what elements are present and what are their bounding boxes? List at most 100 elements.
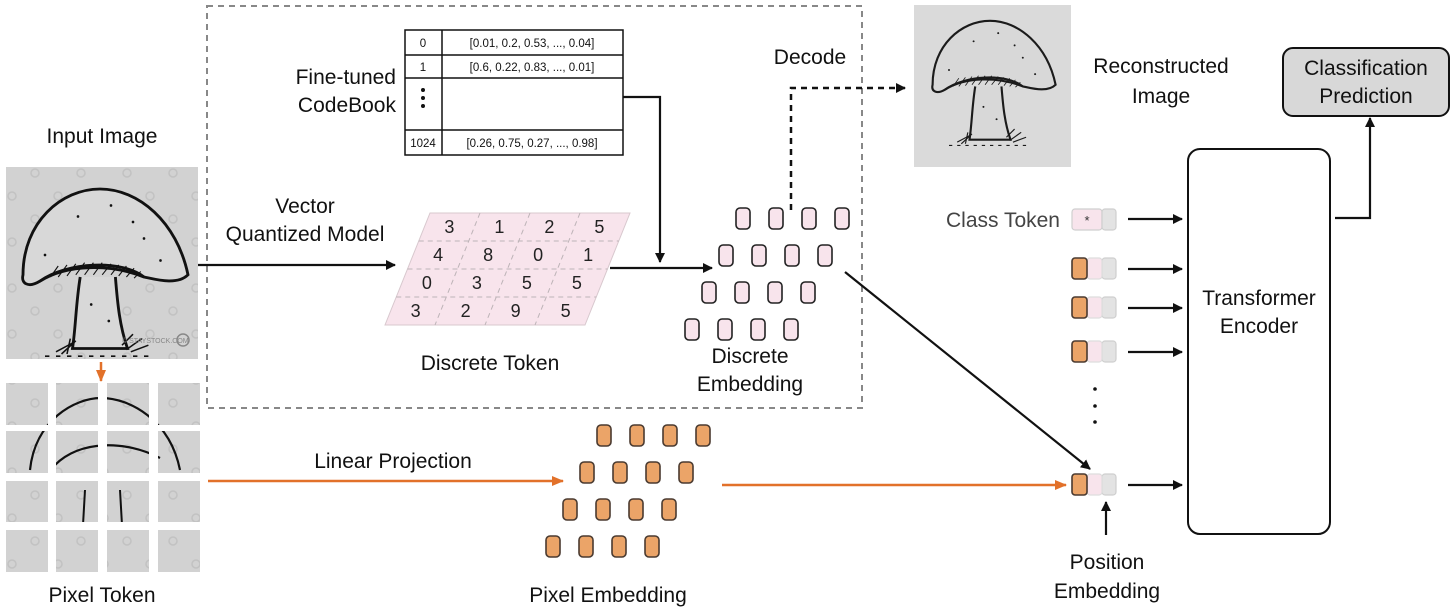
pixel-embedding-vector [579,461,595,484]
decode-arrow [789,83,906,210]
codebook-label-line1: Fine-tuned [296,66,396,89]
discrete-token-value: 0 [422,273,432,293]
discrete-token-value: 5 [594,217,604,237]
pixel-embedding-vector [611,535,627,558]
codebook-index: 1024 [410,138,436,150]
class-token-marker: * [1084,213,1089,228]
codebook-index: 0 [420,38,426,50]
reconstructed-label-line2: Image [1132,85,1190,108]
position-label-line2: Embedding [1054,580,1160,603]
discrete-token-value: 1 [583,245,593,265]
input-image-label: Input Image [47,125,158,148]
discrete-embedding-vector [801,207,817,230]
codebook-lookup-arrow [623,95,665,263]
pixel-token-patch [56,481,98,523]
sequence-ellipsis [1093,387,1097,424]
sequence-token [1071,340,1117,363]
discrete-embedding-vector [800,281,816,304]
encoder-input-arrows [1128,214,1183,490]
discrete-token-value: 0 [533,245,543,265]
encoder-to-prediction-arrow [1335,117,1375,220]
pixel-embedding-vector [662,424,678,447]
pixel-token-label: Pixel Token [48,584,155,607]
codebook-row: 0 [0.01, 0.2, 0.53, ..., 0.04] [420,38,595,50]
discrete-embedding-to-token-arrow [844,271,1091,470]
discrete-embedding-vector [767,281,783,304]
pixel-embedding-vector [596,424,612,447]
discrete-token-label: Discrete Token [421,352,560,375]
discrete-embedding-vector [684,318,700,341]
sequence-token [1071,473,1117,496]
pixel-token-patch [107,481,149,523]
decode-label: Decode [774,46,846,69]
discrete-embedding-vector [768,207,784,230]
discrete-embedding-label-line1: Discrete [711,345,788,368]
pixel-embedding-vector [628,498,644,521]
pixel-token-patch [6,481,48,523]
pixel-token-mushroom [6,383,200,572]
discrete-embedding-vector [718,244,734,267]
discrete-embedding-vector [717,318,733,341]
pixel-embedding-vector [578,535,594,558]
discrete-token-value: 2 [544,217,554,237]
transformer-encoder-box: Transformer Encoder [1187,148,1331,535]
pixel-token-patch [158,530,200,572]
pixel-token-patch [158,383,200,425]
pixel-embedding-vector [645,461,661,484]
discrete-embedding-vector [784,244,800,267]
pixel-embedding-grid [545,424,711,558]
reconstructed-image [914,5,1071,167]
sequence-token [1071,296,1117,319]
codebook-table: 0 [0.01, 0.2, 0.53, ..., 0.04] 1 [0.6, 0… [404,29,624,156]
pixel-embedding-label: Pixel Embedding [529,584,687,607]
discrete-embedding-vector [817,244,833,267]
pixel-embedding-vector [545,535,561,558]
discrete-embedding-vector [734,281,750,304]
transformer-label-line1: Transformer [1202,287,1316,310]
transformer-label-line2: Encoder [1220,315,1298,338]
pixel-embedding-vector [629,424,645,447]
pixel-token-patch [56,431,98,473]
pixel-token-grid [6,383,200,572]
pixel-token-patch [6,431,48,473]
watermark-logo-icon [176,333,190,347]
discrete-token-value: 3 [472,273,482,293]
pixel-embedding-vector [595,498,611,521]
grid-line [484,212,531,326]
pixel-embedding-vector [612,461,628,484]
codebook-vector: [0.01, 0.2, 0.53, ..., 0.04] [470,38,595,50]
discrete-token-value: 5 [522,273,532,293]
discrete-token-value: 5 [572,273,582,293]
discrete-token-value: 3 [411,301,421,321]
pixel-token-patch [56,530,98,572]
discrete-embedding-label-line2: Embedding [697,373,803,396]
discrete-embedding-vector [750,318,766,341]
discrete-token-value: 5 [561,301,571,321]
pixel-token-patch [6,383,48,425]
discrete-embedding-vector [834,207,850,230]
codebook-ellipsis [421,88,425,108]
vq-model-label-line1: Vector [275,195,335,218]
grid-line [434,212,481,326]
pixel-token-patch [107,431,149,473]
vq-model-label-line2: Quantized Model [226,223,385,246]
pixel-token-patch [6,530,48,572]
discrete-embedding-grid [684,207,850,341]
input-token-sequence [1071,257,1117,496]
grid-line [534,212,581,326]
watermark: © STAYSTOCK.COM [122,337,189,345]
codebook-index: 1 [420,62,426,74]
discrete-embedding-vector [783,318,799,341]
pixel-token-patch [158,481,200,523]
pixel-embedding-vector [661,498,677,521]
pixel-embedding-vector [562,498,578,521]
codebook-vector: [0.6, 0.22, 0.83, ..., 0.01] [470,62,595,74]
discrete-embedding-vector [751,244,767,267]
class-token-label: Class Token [946,209,1060,232]
class-token: * [1071,208,1117,231]
discrete-token-value: 2 [461,301,471,321]
discrete-token-value: 1 [494,217,504,237]
codebook-row: 1024 [0.26, 0.75, 0.27, ..., 0.98] [410,138,597,150]
